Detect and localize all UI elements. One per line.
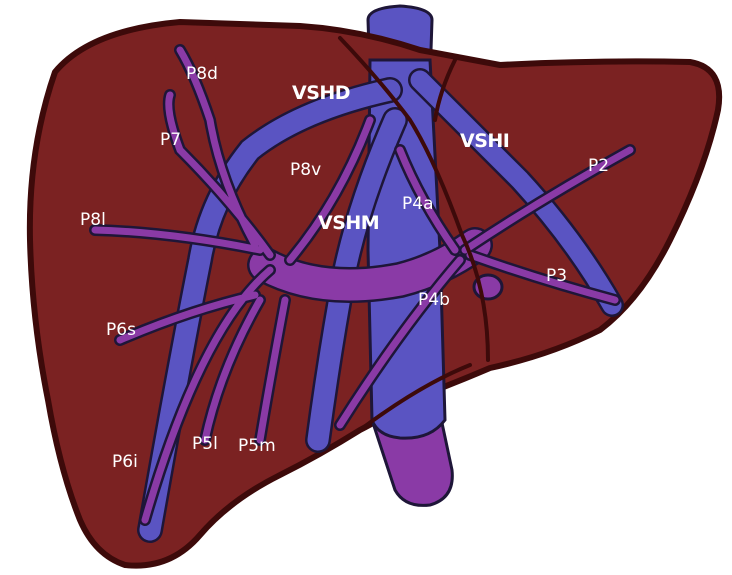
label-p5m: P5m — [238, 438, 276, 455]
label-p8d: P8d — [186, 66, 218, 83]
label-vshi: VSHI — [460, 132, 509, 151]
label-vshm: VSHM — [318, 214, 379, 233]
label-p3: P3 — [546, 268, 567, 285]
label-p2: P2 — [588, 158, 609, 175]
label-vshd: VSHD — [292, 84, 350, 103]
label-p6i: P6i — [112, 454, 138, 471]
label-p7: P7 — [160, 132, 181, 149]
label-p8l: P8l — [80, 212, 106, 229]
label-p4a: P4a — [402, 196, 434, 213]
label-p5l: P5l — [192, 436, 218, 453]
label-p6s: P6s — [106, 322, 136, 339]
label-p8v: P8v — [290, 162, 321, 179]
label-p4b: P4b — [418, 292, 450, 309]
